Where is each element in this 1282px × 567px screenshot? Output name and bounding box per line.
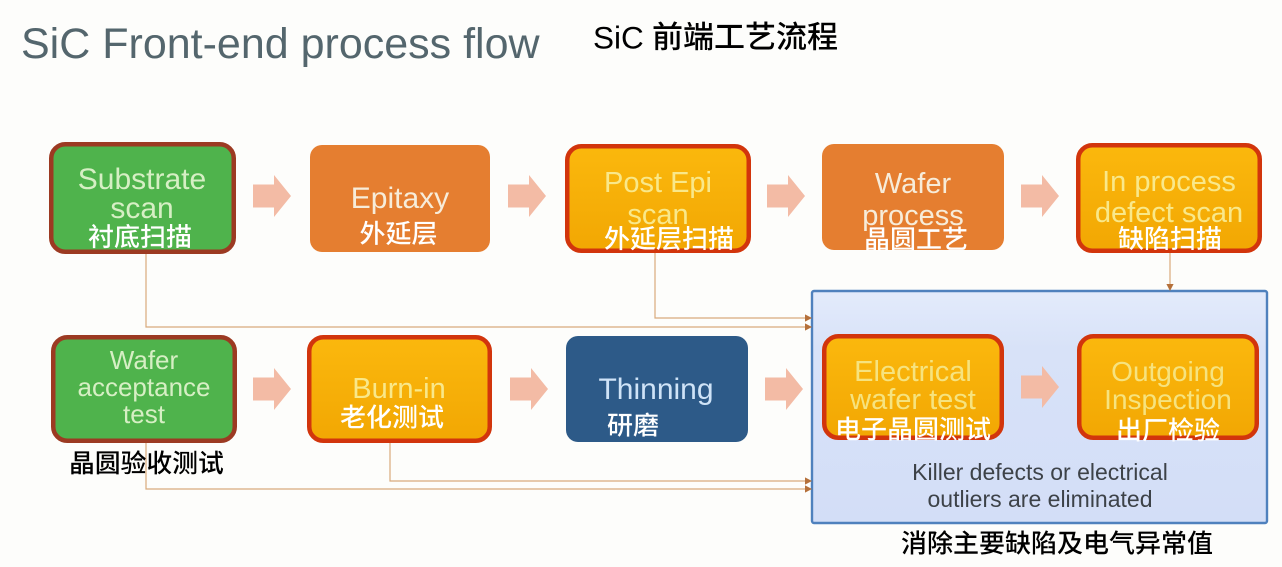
svg-text:scan: scan xyxy=(627,199,688,231)
svg-text:outliers are eliminated: outliers are eliminated xyxy=(927,486,1152,512)
svg-text:Electrical: Electrical xyxy=(854,356,972,388)
svg-text:process: process xyxy=(862,200,964,232)
svg-text:Inspection: Inspection xyxy=(1104,384,1232,415)
svg-text:In process: In process xyxy=(1102,166,1236,198)
svg-text:Post Epi: Post Epi xyxy=(604,167,712,199)
svg-text:Epitaxy: Epitaxy xyxy=(351,182,449,215)
svg-text:Wafer: Wafer xyxy=(110,345,179,375)
svg-text:scan: scan xyxy=(110,192,173,225)
svg-text:Thinning: Thinning xyxy=(598,373,713,406)
svg-text:test: test xyxy=(123,399,166,429)
svg-text:Burn-in: Burn-in xyxy=(352,373,446,405)
svg-text:Substrate: Substrate xyxy=(78,163,206,196)
svg-text:Killer defects or electrical: Killer defects or electrical xyxy=(912,459,1168,485)
svg-text:SiC Front-end process flow: SiC Front-end process flow xyxy=(21,20,541,68)
svg-text:SiC: SiC xyxy=(593,20,644,56)
svg-text:acceptance: acceptance xyxy=(78,372,211,402)
svg-text:Wafer: Wafer xyxy=(875,168,952,200)
svg-text:Outgoing: Outgoing xyxy=(1111,356,1225,387)
svg-text:wafer test: wafer test xyxy=(849,384,976,416)
svg-text:defect scan: defect scan xyxy=(1095,197,1243,229)
